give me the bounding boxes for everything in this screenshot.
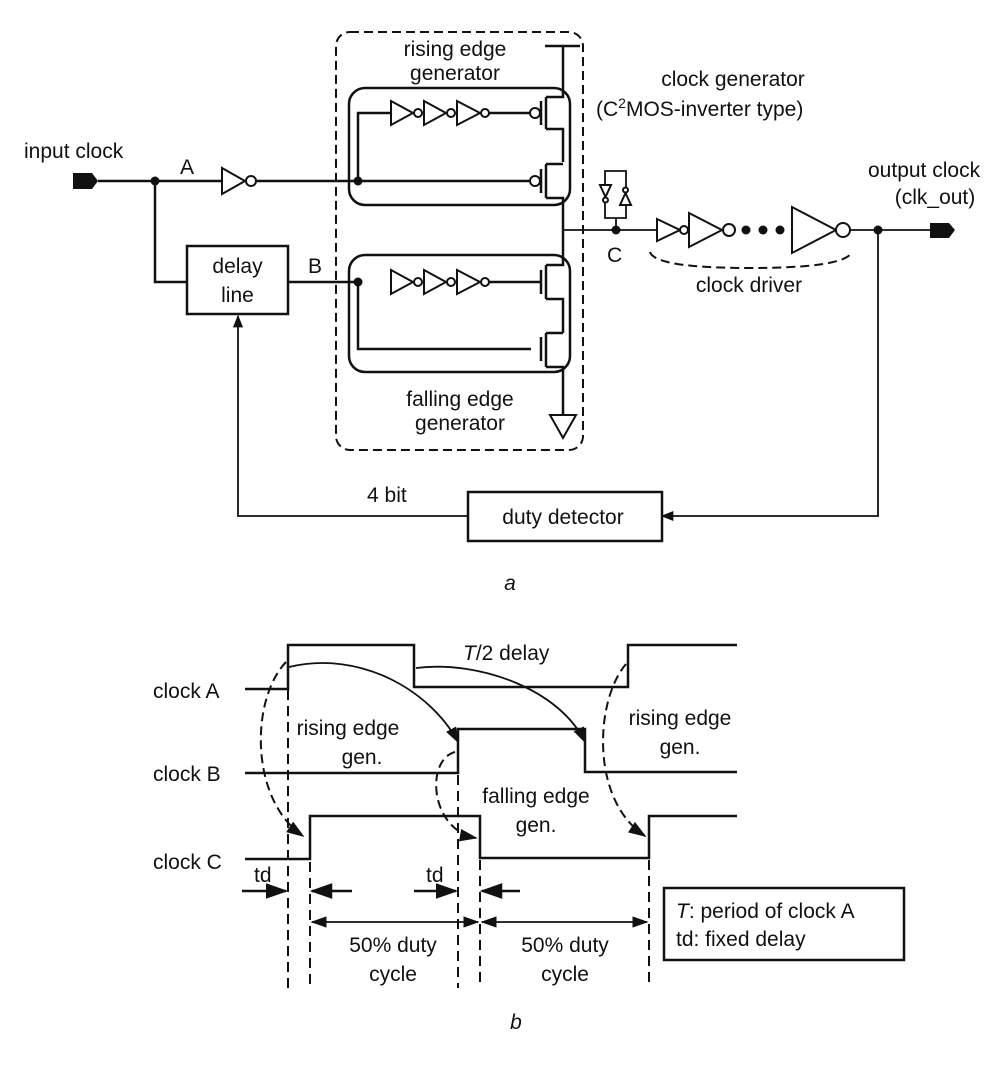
input-clock-label: input clock: [24, 140, 124, 163]
pmos-transistor-icon: [529, 94, 565, 162]
signal-label-clock-a: clock A: [153, 680, 220, 703]
duty-detector-label: duty detector: [502, 506, 623, 529]
rising-gen-label-2: generator: [410, 62, 500, 85]
rising-gen-note-2-line-2: gen.: [660, 736, 701, 759]
falling-gen-note-line-2: gen.: [516, 814, 557, 837]
arrow-rising-gen-1: [259, 661, 305, 838]
duty-detector-box: [466, 490, 664, 543]
td-label-2: td: [426, 864, 444, 887]
feedback-wire: [660, 230, 879, 522]
arrow-falling-gen: [435, 751, 478, 842]
clock-generator-subtitle: (C2MOS-inverter type): [596, 95, 803, 121]
waveform-clock-b: [245, 727, 737, 775]
output-port-icon: [930, 223, 955, 238]
clock-driver-bracket: [649, 251, 853, 270]
rising-gen-note-1-line-2: gen.: [342, 746, 383, 769]
node-b-label: B: [308, 255, 322, 278]
legend-period: T: period of clock A: [676, 900, 855, 923]
wire-to-delay: [153, 181, 187, 284]
falling-edge-generator-box: [347, 253, 572, 374]
duty-cycle-label-1-line-1: 50% duty: [349, 934, 437, 957]
t2-delay-label: T/2 delay: [463, 642, 550, 665]
arrow-rising-gen-2: [602, 663, 647, 837]
rising-inverter-chain: [390, 99, 490, 127]
legend-td: td: fixed delay: [676, 928, 806, 951]
legend-box: [662, 886, 906, 962]
rising-gen-label-1: rising edge: [404, 38, 507, 61]
duty-cycle-label-1-line-2: cycle: [369, 963, 417, 986]
node-a-label: A: [180, 156, 194, 179]
duty-cycle-label-2-line-1: 50% duty: [521, 934, 609, 957]
rising-gen-note-2-line-1: rising edge: [629, 707, 732, 730]
keeper-latch-icon: [598, 170, 633, 230]
figure-b-caption: b: [510, 1011, 522, 1034]
clock-generator-title: clock generator: [661, 68, 805, 91]
td-label-1: td: [254, 864, 272, 887]
arrow-a-rise-to-b-rise: [288, 662, 459, 744]
figure-a-circuit: input clock A delay line B rising edge g…: [24, 31, 981, 595]
nmos-transistor-icon: [539, 260, 565, 333]
delay-line-box: [185, 244, 290, 316]
signal-label-clock-c: clock C: [153, 851, 222, 874]
delay-line-label-2: line: [221, 284, 254, 307]
clock-driver-chain: [656, 205, 851, 255]
junction-dot: [353, 277, 363, 287]
falling-gen-note-line-1: falling edge: [482, 785, 589, 808]
ground-icon: [548, 414, 578, 441]
waveform-clock-a: [245, 643, 737, 691]
nmos-transistor-icon: [539, 331, 565, 415]
output-clock-label-1: output clock: [868, 159, 981, 182]
signal-label-clock-b: clock B: [153, 763, 221, 786]
figure-a-caption: a: [504, 572, 516, 595]
input-port-icon: [73, 173, 98, 189]
control-bus-wire: [232, 314, 468, 517]
rising-chain-wire: [356, 111, 391, 181]
node-c-label: C: [607, 244, 622, 267]
rising-gen-note-1-line-1: rising edge: [297, 717, 400, 740]
arrow-a-fall-to-b-fall: [415, 665, 586, 744]
timing-guides: [287, 690, 650, 988]
pmos-transistor-icon: [529, 162, 565, 260]
bits-label: 4 bit: [367, 484, 407, 507]
falling-inverter-chain: [390, 268, 490, 296]
falling-gen-label-2: generator: [415, 412, 505, 435]
clock-generator-region: [335, 31, 584, 451]
falling-chain-wire: [356, 282, 531, 351]
output-clock-label-2: (clk_out): [895, 186, 976, 209]
inverter-icon: [221, 166, 248, 196]
duty-cycle-label-2-line-2: cycle: [541, 963, 589, 986]
falling-gen-label-1: falling edge: [406, 388, 513, 411]
figure-b-timing: clock A clock B clock C T/2 delay rising…: [153, 642, 906, 1034]
clock-driver-label: clock driver: [696, 274, 802, 297]
delay-line-label-1: delay: [212, 255, 263, 278]
waveform-clock-c: [245, 814, 737, 861]
inverter-bubble: [245, 175, 257, 187]
rising-edge-generator-box: [347, 86, 572, 207]
